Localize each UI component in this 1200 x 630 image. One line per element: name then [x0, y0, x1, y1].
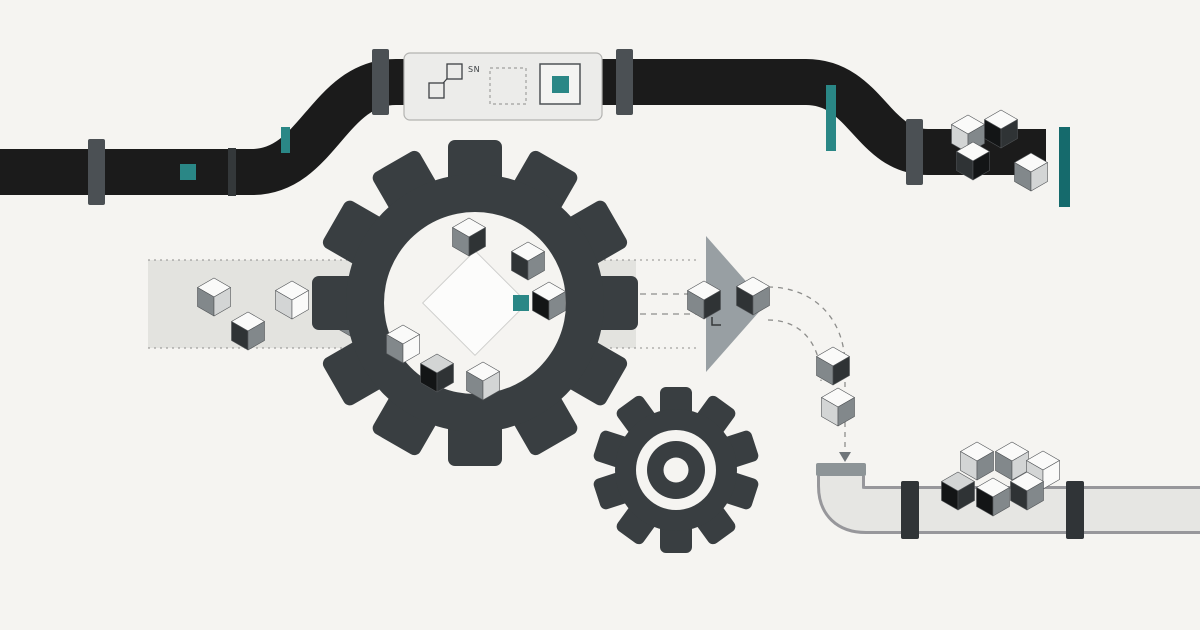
flow-tick-icon — [711, 317, 721, 326]
output-pipe — [820, 476, 1200, 531]
pipe-flange-1 — [88, 139, 105, 205]
output-pipe-flange-1 — [901, 481, 919, 539]
output-pipe-flange-2 — [1066, 481, 1084, 539]
teal-joint-right-elbow — [826, 85, 836, 151]
pipe-flange-4 — [906, 119, 923, 185]
flow-arrow — [706, 236, 766, 372]
dashed-flow-path-inner — [767, 319, 822, 382]
gear-center-diamond — [421, 249, 529, 357]
flow-arrowhead — [839, 452, 851, 462]
teal-joint-left-elbow — [281, 127, 290, 153]
gear-hub-hole — [663, 457, 689, 483]
collector-bar — [816, 463, 866, 476]
pipe-weld-joint — [228, 148, 236, 196]
pipe-flange-3 — [616, 49, 633, 115]
dashed-square-icon — [489, 67, 527, 105]
top-pipe — [0, 59, 1046, 195]
teal-square-icon — [552, 76, 569, 93]
box-label: SN — [468, 65, 480, 74]
pipe-flange-2 — [372, 49, 389, 115]
processing-box: SN — [403, 52, 603, 121]
small-gear — [593, 387, 759, 553]
teal-chip-diamond — [513, 295, 529, 311]
teal-chip-pipe — [180, 164, 196, 180]
teal-end-bar — [1059, 127, 1070, 207]
transform-icon — [428, 63, 463, 99]
